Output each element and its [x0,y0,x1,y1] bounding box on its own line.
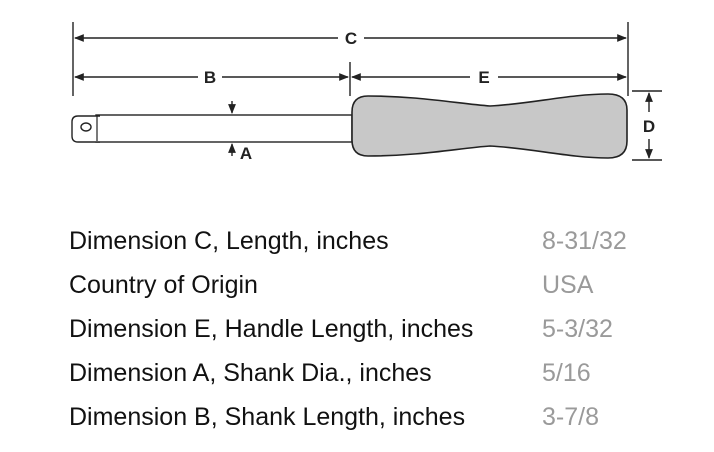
tool-dimension-diagram: C B E D A [71,22,662,163]
spec-name: Dimension B, Shank Length, inches [69,402,466,431]
dimension-b-label: B [204,68,216,87]
table-row: Country of Origin USA [69,263,627,307]
dimension-c-label: C [345,29,357,48]
spec-name: Dimension E, Handle Length, inches [69,314,474,343]
spec-name: Country of Origin [69,270,258,299]
ball-detent [80,122,92,132]
spec-value: 5-3/32 [542,314,613,343]
specifications-table: Dimension C, Length, inches 8-31/32 Coun… [69,219,627,439]
shank [95,114,353,143]
spec-value: USA [542,270,594,299]
table-row: Dimension B, Shank Length, inches 3-7/8 [69,395,627,439]
handle [351,93,628,159]
table-row: Dimension E, Handle Length, inches 5-3/3… [69,307,627,351]
spec-value: 8-31/32 [542,226,627,255]
dimension-a-label: A [240,144,252,163]
dimension-d-label: D [643,117,655,136]
table-row: Dimension A, Shank Dia., inches 5/16 [69,351,627,395]
spec-value: 3-7/8 [542,402,599,431]
table-row: Dimension C, Length, inches 8-31/32 [69,219,627,263]
spec-name: Dimension A, Shank Dia., inches [69,358,432,387]
spec-name: Dimension C, Length, inches [69,226,389,255]
dimension-e-label: E [478,68,489,87]
spec-value: 5/16 [542,358,591,387]
